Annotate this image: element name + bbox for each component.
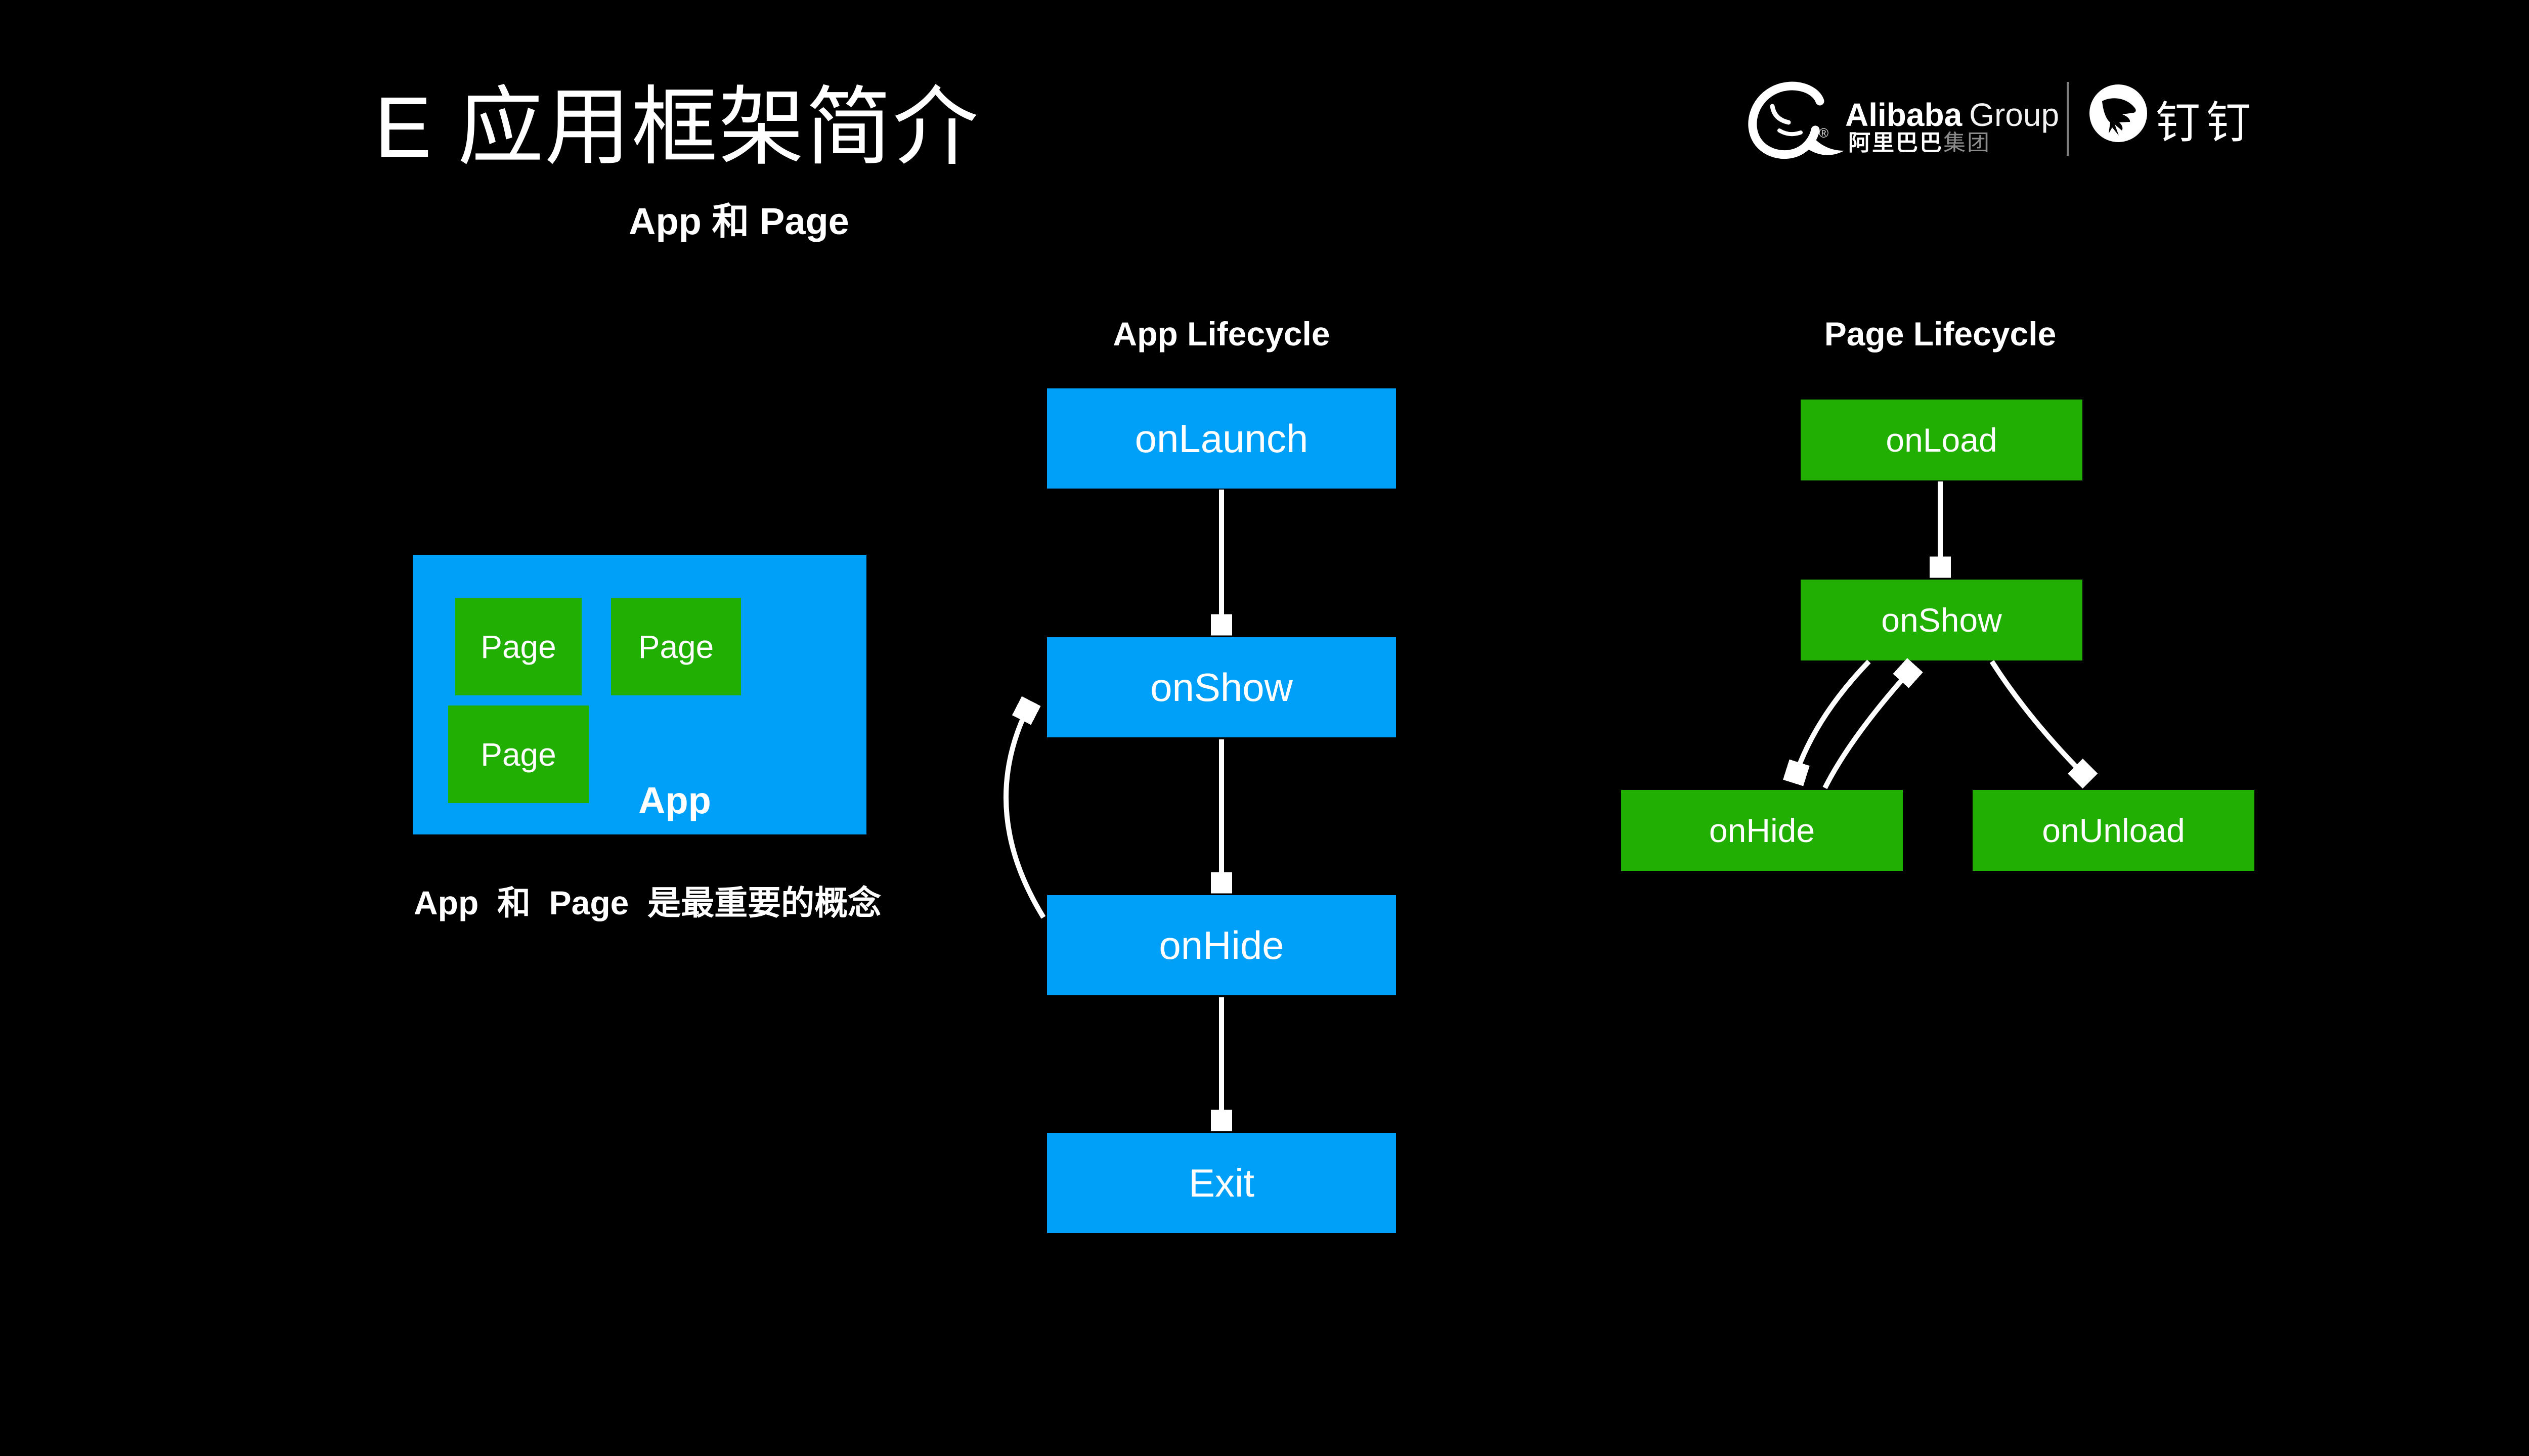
page-title: E 应用框架简介 xyxy=(374,79,980,175)
page-lifecycle-heading: Page Lifecycle xyxy=(1824,315,2057,352)
app-lifecycle-step-onshow: onShow xyxy=(1047,637,1396,737)
app-lifecycle-heading: App Lifecycle xyxy=(1113,315,1330,352)
arrow-onshow-to-onhide-page xyxy=(1794,659,1871,780)
dingtalk-wordmark: 钉钉 xyxy=(2156,98,2257,148)
app-lifecycle-step-exit: Exit xyxy=(1047,1133,1396,1233)
page-subtitle: App 和 Page xyxy=(629,200,849,242)
page-box-2: Page xyxy=(611,598,741,695)
alibaba-wordmark-light: Group xyxy=(1969,97,2060,133)
app-lifecycle-step-onlaunch: onLaunch xyxy=(1047,388,1396,489)
app-lifecycle-step-onhide: onHide xyxy=(1047,895,1396,995)
alibaba-chinese-wordmark: 阿里巴巴集团 xyxy=(1848,124,1991,157)
page-lifecycle-step-onshow: onShow xyxy=(1801,580,2082,660)
dingtalk-logo-icon xyxy=(2089,84,2147,142)
arrow-onshow-to-onunload xyxy=(1989,660,2088,779)
logo-divider xyxy=(2067,82,2069,156)
alibaba-logo-icon xyxy=(1748,81,1844,159)
page-lifecycle-step-onload: onLoad xyxy=(1801,400,2082,480)
alibaba-wordmark-bold: Alibaba xyxy=(1845,97,1963,133)
registered-trademark: ® xyxy=(1819,125,1829,141)
alibaba-chinese-sub: 集团 xyxy=(1943,130,1991,155)
diagram-caption: App 和 Page 是最重要的概念 xyxy=(414,884,882,921)
alibaba-chinese-main: 阿里巴巴 xyxy=(1848,130,1943,155)
page-lifecycle-step-onunload: onUnload xyxy=(1973,790,2254,871)
arrow-onhide-back-to-onshow-page xyxy=(1822,668,1913,789)
page-lifecycle-step-onhide: onHide xyxy=(1621,790,1903,871)
page-box-1: Page xyxy=(455,598,582,695)
page-box-3: Page xyxy=(448,705,589,803)
arrow-onhide-back-to-onshow-curved xyxy=(1004,704,1046,919)
app-container-label: App xyxy=(638,779,711,821)
